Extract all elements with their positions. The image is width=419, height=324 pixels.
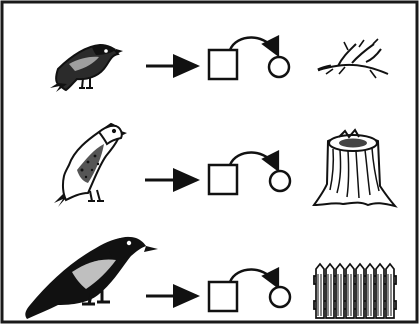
- fence-icon: [313, 262, 397, 319]
- curved-arrow-icon: [228, 34, 280, 58]
- row-3: [25, 236, 397, 319]
- row-1: [50, 34, 389, 92]
- square-icon: [207, 280, 239, 313]
- curved-arrow-icon: [228, 149, 280, 173]
- circle-icon: [268, 285, 292, 309]
- square-icon: [207, 163, 239, 196]
- branch-icon: [317, 38, 389, 79]
- curved-arrow-icon: [228, 266, 280, 290]
- speckled-bird-icon: [54, 122, 127, 207]
- square-icon: [207, 48, 239, 81]
- tree-stump-icon: [312, 128, 398, 208]
- row-2: [54, 122, 398, 208]
- circle-icon: [267, 55, 291, 79]
- small-bird-icon: [50, 43, 123, 92]
- crow-icon: [25, 236, 158, 319]
- circle-icon: [268, 169, 292, 193]
